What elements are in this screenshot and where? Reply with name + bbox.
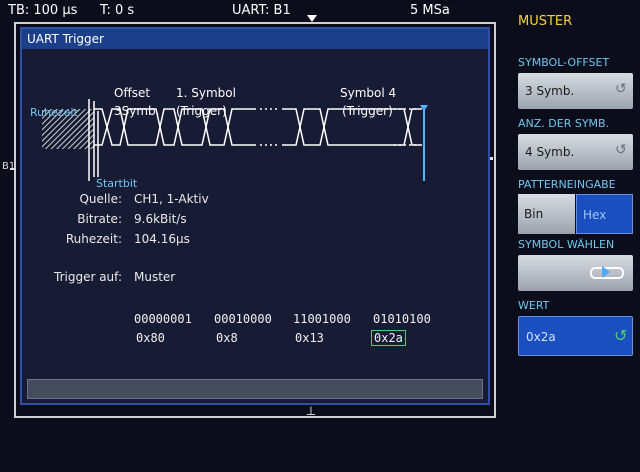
idle-time-value: 104.16µs (134, 232, 190, 246)
rotary-knob-icon: ↺ (614, 326, 628, 345)
symbol-select-label: SYMBOL WÄHLEN (518, 238, 615, 251)
pattern-bin-2: 00010000 (214, 312, 272, 326)
uart-trigger-dialog: UART Trigger Ruhezeit Offset 3Symb. (20, 27, 490, 405)
waveform-area (14, 22, 496, 418)
symbol4-label: Symbol 4 (340, 86, 396, 100)
trigger-arrow-icon (420, 105, 428, 111)
rotary-knob-icon: ↺ (615, 142, 627, 158)
pattern-bin-3: 11001000 (293, 312, 351, 326)
softkey-menu: MUSTER SYMBOL-OFFSET 3 Symb. ↺ ANZ. DER … (512, 0, 640, 472)
trigger-on-label: Trigger auf: (54, 270, 122, 284)
pattern-input-label: PATTERNEINGABE (518, 178, 616, 191)
symbol4-trigger: (Trigger) (342, 104, 393, 118)
pattern-hex-3[interactable]: 0x13 (295, 331, 324, 345)
samplerate-readout: 5 MSa (410, 3, 450, 18)
signal-gap (260, 108, 418, 146)
symbol-offset-button[interactable]: 3 Symb. ↺ (518, 73, 633, 109)
time-readout: T: 0 s (100, 3, 135, 18)
arrow-right-icon (602, 266, 610, 278)
pattern-hex-2[interactable]: 0x8 (216, 331, 238, 345)
source-label: Quelle: (79, 192, 122, 206)
symbol-offset-label: SYMBOL-OFFSET (518, 56, 610, 69)
value-display: 0x2a (526, 330, 556, 344)
trigger-on-value: Muster (134, 270, 176, 284)
menu-title: MUSTER (518, 14, 573, 29)
pattern-hex-4-selected[interactable]: 0x2a (371, 330, 406, 346)
offset-label: Offset (114, 86, 150, 100)
pattern-bin-1: 00000001 (134, 312, 192, 326)
channel-b1-label: B1 (2, 161, 16, 172)
timebase-readout: TB: 100 µs (8, 3, 78, 18)
pattern-bin-4: 01010100 (373, 312, 431, 326)
value-button[interactable]: 0x2a ↺ (518, 316, 633, 356)
source-value: CH1, 1-Aktiv (134, 192, 209, 206)
trigger-position-icon (307, 15, 317, 22)
trigger-point-icon: ⊥ (305, 404, 317, 418)
symbol-select-button[interactable] (518, 255, 633, 291)
idle-time-label: Ruhezeit: (65, 232, 122, 246)
level-marker-icon (10, 168, 16, 170)
signal-waveform (94, 108, 422, 146)
value-label: WERT (518, 299, 550, 312)
idle-label: Ruhezeit (30, 106, 78, 119)
pattern-hex-1[interactable]: 0x80 (136, 331, 165, 345)
bitrate-value: 9.6kBit/s (134, 212, 187, 226)
pattern-input-toggle[interactable]: Bin Hex (518, 194, 633, 234)
symbol-count-label: ANZ. DER SYMB. (518, 117, 610, 130)
symbol-count-button[interactable]: 4 Symb. ↺ (518, 134, 633, 170)
offset-value: 3Symb. (114, 104, 159, 118)
dialog-footer (27, 379, 483, 399)
rotary-knob-icon: ↺ (615, 81, 627, 97)
idle-hatch (42, 109, 94, 149)
pattern-bin-option[interactable]: Bin (518, 194, 575, 234)
uart-frame-diagram: Ruhezeit Offset 3Symb. 1. Symbol (Trigge… (30, 86, 428, 190)
startbit-label: Startbit (96, 177, 138, 190)
trigger-source-readout: UART: B1 (232, 3, 291, 18)
dialog-title: UART Trigger (22, 29, 488, 49)
symbol-offset-value: 3 Symb. (525, 84, 575, 98)
symbol1-label: 1. Symbol (176, 86, 236, 100)
status-bar: TB: 100 µs T: 0 s UART: B1 5 MSa (0, 0, 510, 22)
bitrate-label: Bitrate: (77, 212, 122, 226)
pattern-hex-option[interactable]: Hex (576, 194, 633, 234)
edge-marker-icon (490, 157, 493, 160)
symbol1-trigger: (Trigger) (176, 104, 227, 118)
symbol-count-value: 4 Symb. (525, 145, 575, 159)
